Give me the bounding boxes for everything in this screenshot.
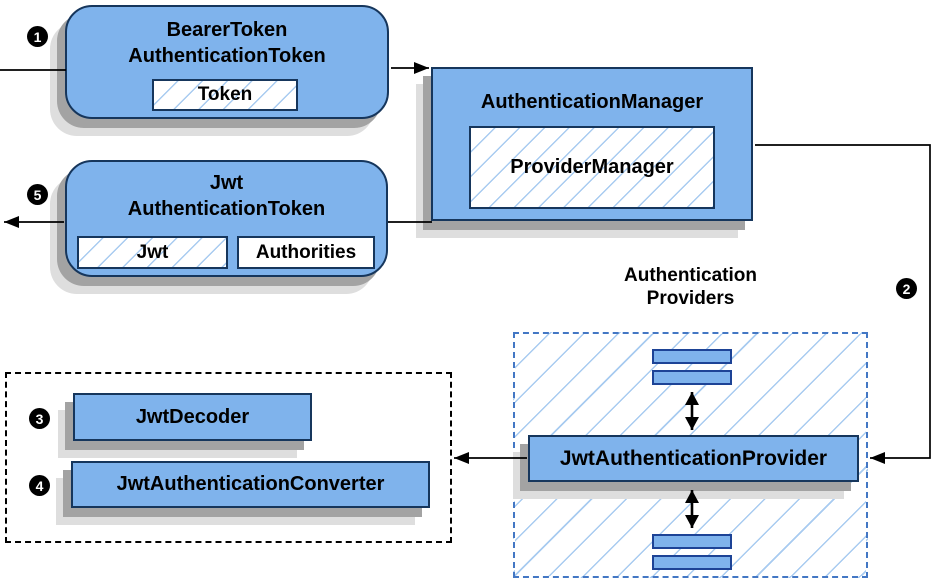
jwt-authentication-provider-label: JwtAuthenticationProvider <box>559 446 828 470</box>
provider-stub-top-2 <box>652 370 732 385</box>
jwt-field-label: Jwt <box>136 241 169 263</box>
provider-stub-bottom-2 <box>652 555 732 570</box>
provider-stub-bottom-1 <box>652 534 732 549</box>
provider-stub-top-1 <box>652 349 732 364</box>
token-field-label: Token <box>197 84 253 105</box>
jwt-authentication-converter-box: JwtAuthenticationConverter <box>71 461 430 508</box>
provider-manager-field: ProviderManager <box>469 126 715 209</box>
decoder-converter-container <box>5 372 452 543</box>
step-5-badge: 5 <box>27 184 48 205</box>
bearer-token-title-line2: AuthenticationToken <box>128 45 326 67</box>
providers-label-line2: Providers <box>646 288 735 309</box>
step-2-badge: 2 <box>896 278 917 299</box>
token-field: Token <box>152 79 298 111</box>
jwt-token-title-line2: AuthenticationToken <box>127 198 326 220</box>
jwt-authentication-token-box: Jwt AuthenticationToken Jwt Authorities <box>65 160 388 277</box>
jwt-decoder-label: JwtDecoder <box>135 405 250 428</box>
jwt-decoder-box: JwtDecoder <box>73 393 312 441</box>
bearer-token-title-line1: BearerToken <box>166 19 288 41</box>
authorities-field-label: Authorities <box>255 241 357 263</box>
authentication-manager-box: AuthenticationManager ProviderManager <box>431 67 753 221</box>
jwt-authentication-converter-label: JwtAuthenticationConverter <box>116 473 385 495</box>
authorities-field: Authorities <box>237 236 375 269</box>
jwt-authentication-provider-box: JwtAuthenticationProvider <box>528 435 859 482</box>
authentication-manager-title-text: AuthenticationManager <box>480 91 704 113</box>
bearer-token-box-title: BearerToken AuthenticationToken <box>67 7 387 69</box>
authentication-providers-label: Authentication Providers <box>513 264 868 310</box>
step-3-badge: 3 <box>29 408 50 429</box>
jwt-field: Jwt <box>77 236 228 269</box>
providers-label-line1: Authentication <box>624 265 757 286</box>
provider-manager-label: ProviderManager <box>510 156 674 178</box>
jwt-token-box-title: Jwt AuthenticationToken <box>67 162 386 222</box>
bearer-token-authentication-token-box: BearerToken AuthenticationToken Token <box>65 5 389 119</box>
step-1-badge: 1 <box>27 26 48 47</box>
jwt-token-title-line1: Jwt <box>209 172 244 194</box>
authentication-manager-title: AuthenticationManager <box>433 69 751 115</box>
step-4-badge: 4 <box>29 475 50 496</box>
